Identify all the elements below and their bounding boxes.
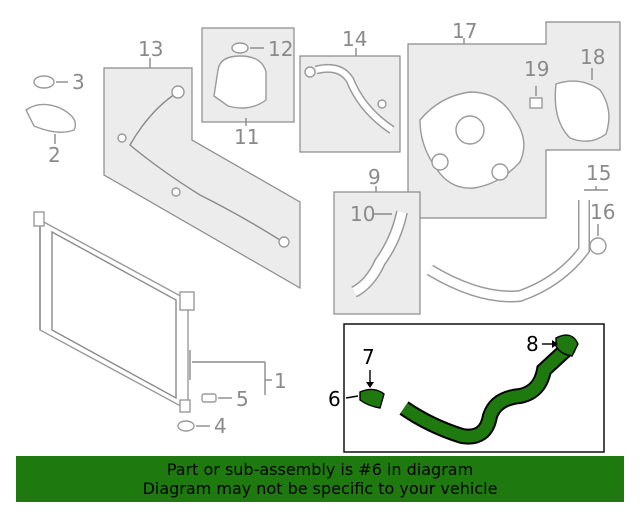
callout-18: 18 xyxy=(580,45,605,69)
banner-line-2: Diagram may not be specific to your vehi… xyxy=(142,479,498,498)
callout-19: 19 xyxy=(524,57,549,81)
callout-7: 7 xyxy=(362,345,375,369)
callout-13: 13 xyxy=(138,37,163,61)
reservoir-11 xyxy=(213,55,267,109)
callout-5: 5 xyxy=(236,387,249,411)
callout-3: 3 xyxy=(72,70,85,94)
cap-3 xyxy=(33,75,55,89)
radiator xyxy=(33,211,195,413)
cap-12 xyxy=(231,42,249,54)
panel-9 xyxy=(333,191,421,315)
elbow-8 xyxy=(555,334,579,357)
callout-16: 16 xyxy=(590,200,615,224)
gasket-2 xyxy=(25,103,77,133)
callout-8: 8 xyxy=(526,332,539,356)
gasket-18 xyxy=(554,80,610,142)
callout-6: 6 xyxy=(328,387,341,411)
callout-11: 11 xyxy=(234,125,259,149)
callout-9: 9 xyxy=(368,165,381,189)
callout-17: 17 xyxy=(452,19,477,43)
drain-plug-5 xyxy=(201,393,232,403)
banner-line-1: Part or sub-assembly is #6 in diagram xyxy=(166,460,474,479)
callout-2: 2 xyxy=(48,143,61,167)
callout-1: 1 xyxy=(274,369,287,393)
sensor-19 xyxy=(529,97,543,109)
callout-15: 15 xyxy=(586,161,611,185)
o-ring-16 xyxy=(589,237,607,255)
callout-4: 4 xyxy=(214,414,227,438)
callout-10: 10 xyxy=(350,202,375,226)
callout-14: 14 xyxy=(342,27,367,51)
info-banner: Part or sub-assembly is #6 in diagram Di… xyxy=(16,456,624,502)
callout-12: 12 xyxy=(268,37,293,61)
panel-13 xyxy=(103,67,301,290)
seal-4 xyxy=(177,420,210,432)
elbow-7 xyxy=(359,388,385,409)
